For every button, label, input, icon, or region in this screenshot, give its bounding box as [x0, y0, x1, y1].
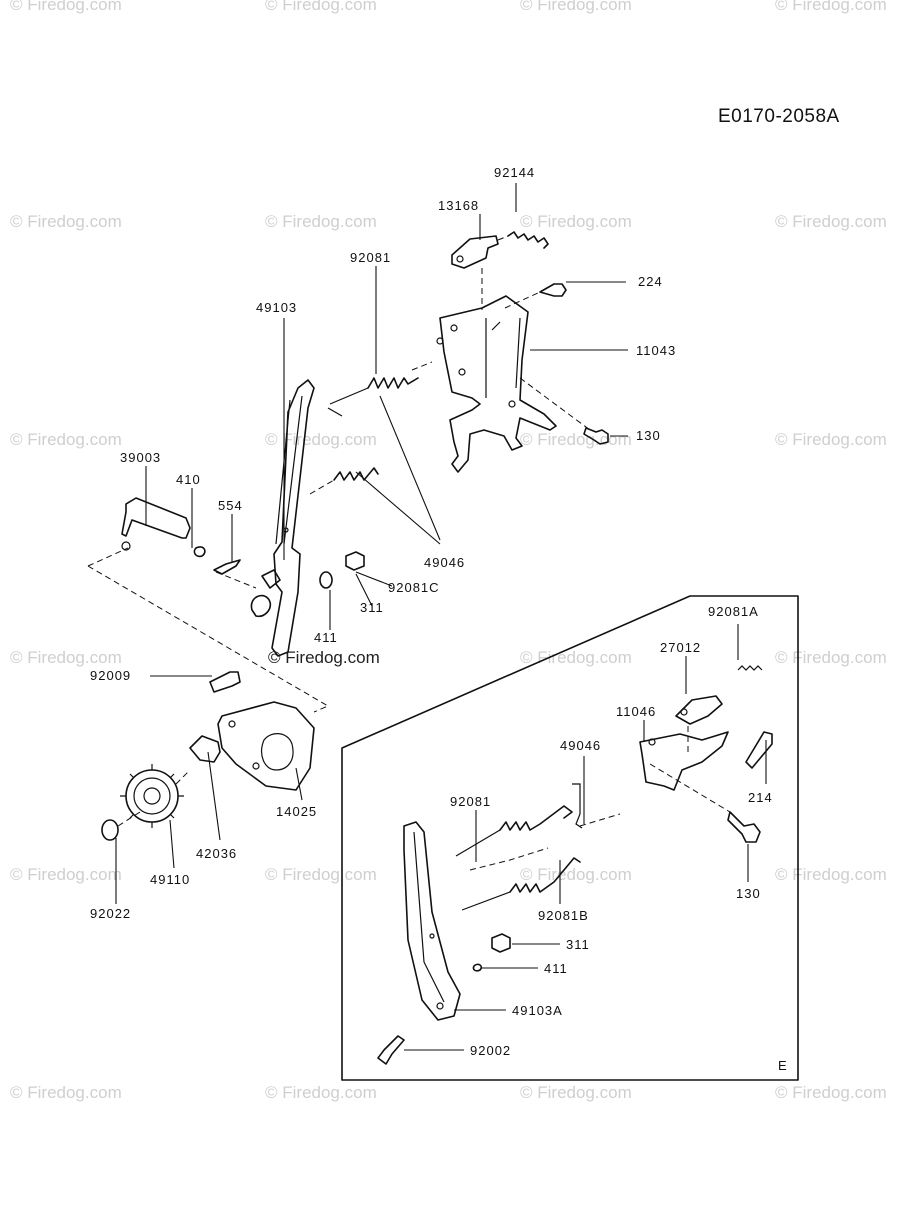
upper-assembly [87, 231, 609, 713]
spring-92144 [507, 231, 549, 249]
clamp-13168 [451, 235, 499, 269]
watermark: © Firedog.com [10, 0, 122, 14]
lever-49103 [271, 379, 315, 657]
part-label: 130 [636, 428, 661, 443]
clamp-27012 [675, 695, 723, 725]
watermark: © Firedog.com [268, 648, 380, 667]
part-label: 92081C [388, 580, 440, 595]
watermark: © Firedog.com [10, 648, 122, 667]
housing-14025 [217, 701, 315, 791]
part-label: 92081 [350, 250, 391, 265]
bolt-92009 [209, 671, 241, 693]
knob [250, 594, 272, 618]
part-label: 49110 [150, 872, 190, 887]
watermark: © Firedog.com [265, 0, 377, 14]
part-label: 410 [176, 472, 201, 487]
plunger-42036 [189, 735, 221, 763]
spring-92081A [737, 665, 763, 671]
part-label: 92002 [470, 1043, 511, 1058]
part-label: 49103A [512, 1003, 563, 1018]
watermark: © Firedog.com [775, 865, 887, 884]
watermark: © Firedog.com [265, 1083, 377, 1102]
spring-92081B [509, 857, 581, 893]
bolt-214 [745, 731, 773, 769]
part-label: 49046 [424, 555, 465, 570]
spring-49046-lower [572, 783, 583, 829]
watermark: © Firedog.com [10, 430, 122, 449]
part-label: 214 [748, 790, 773, 805]
governor-assembly [101, 671, 315, 841]
part-label: 11043 [636, 343, 676, 358]
watermark: © Firedog.com [775, 430, 887, 449]
part-label: 14025 [276, 804, 317, 819]
part-label: 11046 [616, 704, 656, 719]
lever-49103A [403, 821, 461, 1021]
part-label: 411 [544, 961, 568, 976]
watermark: © Firedog.com [520, 1083, 632, 1102]
part-label: 130 [736, 886, 761, 901]
bolt-92002 [377, 1035, 405, 1065]
section-marker: E [778, 1058, 787, 1073]
part-labels: 92144 13168 224 92081 11043 49103 130 39… [90, 165, 773, 1058]
spring-92081 [367, 377, 419, 389]
watermark: © Firedog.com [775, 648, 887, 667]
watermark-grid: © Firedog.com © Firedog.com © Firedog.co… [10, 0, 887, 1102]
washer-92022 [101, 819, 119, 841]
diagram-code: E0170-2058A [718, 106, 840, 127]
bolt-224 [539, 283, 567, 297]
leader-lines [115, 183, 767, 1051]
part-label: 92009 [90, 668, 131, 683]
part-label: 311 [360, 600, 384, 615]
washer-411 [319, 571, 333, 589]
part-label: 49103 [256, 300, 297, 315]
watermark: © Firedog.com [520, 0, 632, 14]
nut-311 [345, 551, 365, 571]
part-label: 224 [638, 274, 663, 289]
inset-frame [341, 595, 799, 1081]
part-label: 411 [314, 630, 338, 645]
part-label: 554 [218, 498, 243, 513]
watermark: © Firedog.com [775, 212, 887, 231]
watermark: © Firedog.com [520, 212, 632, 231]
spring-49046 [333, 467, 379, 481]
watermark: © Firedog.com [10, 865, 122, 884]
watermark: © Firedog.com [775, 0, 887, 14]
bracket-11043 [439, 295, 557, 473]
spring-92081-lower [499, 805, 573, 831]
part-label: 49046 [560, 738, 601, 753]
inset-e: E [341, 595, 799, 1081]
watermark: © Firedog.com [265, 430, 377, 449]
bolt-130 [583, 427, 609, 445]
part-label: 92022 [90, 906, 131, 921]
bolt-130 [727, 811, 761, 843]
part-label: 92081 [450, 794, 491, 809]
shaft-39003 [121, 497, 191, 539]
part-label: 92081B [538, 908, 589, 923]
watermark: © Firedog.com [10, 212, 122, 231]
nut-311-lower [491, 933, 511, 953]
part-label: 39003 [120, 450, 161, 465]
part-label: 92081A [708, 604, 759, 619]
clip-410 [193, 546, 206, 558]
watermark: © Firedog.com [520, 430, 632, 449]
part-label: 311 [566, 937, 590, 952]
part-label: 13168 [438, 198, 479, 213]
watermark: © Firedog.com [10, 1083, 122, 1102]
gear-49110 [120, 764, 184, 828]
bracket-11046 [639, 731, 729, 791]
watermark: © Firedog.com [775, 1083, 887, 1102]
part-label: 92144 [494, 165, 535, 180]
watermark: © Firedog.com [520, 865, 632, 884]
watermark: © Firedog.com [265, 212, 377, 231]
watermark: © Firedog.com [265, 865, 377, 884]
watermark: © Firedog.com [520, 648, 632, 667]
washer-411-lower [472, 963, 483, 972]
part-label: 42036 [196, 846, 237, 861]
pin-554 [213, 559, 241, 575]
part-label: 27012 [660, 640, 701, 655]
